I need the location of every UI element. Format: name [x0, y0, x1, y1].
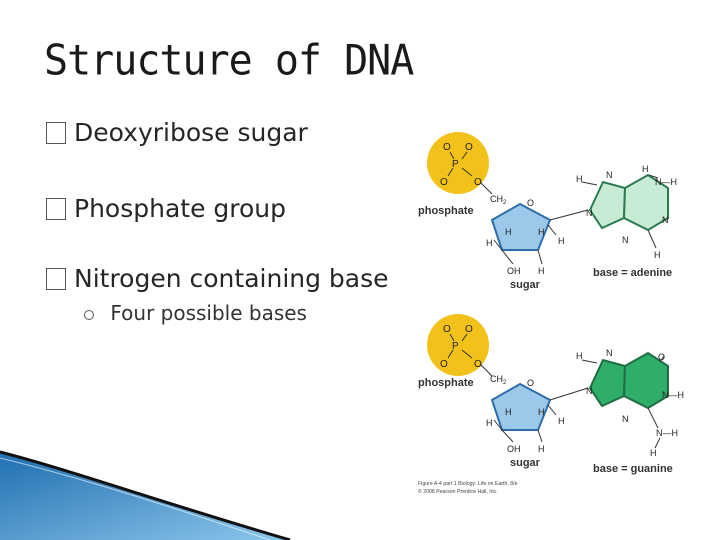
hydrogen-atom: H [538, 266, 545, 276]
figure-caption-line-1: Figure A-4 part 1 Biology: Life on Earth… [418, 481, 518, 487]
oxygen-atom: O [465, 142, 473, 153]
phosphate-label: phosphate [418, 377, 474, 389]
bullet-label: Phosphate group [74, 194, 287, 223]
hydrogen-atom: H [576, 174, 583, 184]
imine-group: N—H [662, 390, 684, 400]
hydrogen-atom: H [576, 351, 583, 361]
adenine-6-ring [622, 173, 669, 232]
sub-bullet-four-bases: Four possible bases [84, 301, 307, 325]
bullet-label: Nitrogen containing base [74, 264, 389, 293]
bullet-label: Deoxyribose sugar [74, 118, 308, 147]
sub-bullet-ring-icon [84, 309, 94, 320]
oxygen-atom: O [440, 359, 448, 370]
hydrogen-atom: H [650, 448, 657, 458]
guanine-5-ring [588, 358, 627, 408]
phosphate-circle-2 [427, 314, 489, 376]
phosphorus-atom: P [452, 341, 459, 352]
hydrogen-atom: H [538, 444, 545, 454]
figure-caption-line-2: © 2008 Pearson Prentice Hall, Inc. [418, 488, 498, 495]
nitrogen-atom: N [586, 208, 593, 218]
oxygen-atom: O [474, 177, 482, 188]
nitrogen-atom: N [622, 235, 629, 245]
phosphate-label: phosphate [418, 205, 474, 217]
base-adenine-label: base = adenine [593, 267, 672, 279]
base-guanine-label: base = guanine [593, 463, 673, 475]
nucleotide-figure: P O O O O phosphate CH2 O H H H H OH H [418, 132, 684, 495]
ring-oxygen: O [527, 198, 534, 208]
bullet-box-icon [46, 267, 66, 290]
amino-group: N—H [655, 177, 677, 187]
hydrogen-atom: H [486, 238, 493, 248]
sugar-label: sugar [510, 279, 541, 291]
bullet-box-icon [46, 121, 66, 144]
nitrogen-atom: N [606, 348, 613, 358]
ring-oxygen: O [527, 378, 534, 388]
hydrogen-atom: H [538, 227, 545, 237]
guanine-6-ring [622, 351, 669, 410]
hydrogen-atom: H [642, 164, 649, 174]
guanine-nucleotide: P O O O O phosphate CH2 O H H H H OH H [418, 314, 684, 475]
bullet-nitrogen-base: Nitrogen containing base [46, 264, 389, 293]
bullet-phosphate: Phosphate group [46, 194, 286, 223]
oxygen-atom: O [440, 177, 448, 188]
sugar-pentagon-2 [490, 382, 552, 431]
oxygen-atom: O [443, 324, 451, 335]
adenine-nucleotide: P O O O O phosphate CH2 O H H H H OH H [418, 132, 677, 291]
nitrogen-atom: N [606, 170, 613, 180]
sugar-pentagon-1 [490, 202, 552, 251]
ch2-label: CH2 [490, 374, 507, 386]
hydrogen-atom: H [538, 407, 545, 417]
hydroxyl-group: OH [507, 444, 521, 454]
phosphorus-atom: P [452, 159, 459, 170]
adenine-5-ring [588, 180, 627, 230]
sugar-label: sugar [510, 457, 541, 469]
hydrogen-atom: H [654, 250, 661, 260]
oxygen-atom: O [474, 359, 482, 370]
hydrogen-atom: H [558, 416, 565, 426]
bullet-deoxyribose: Deoxyribose sugar [46, 118, 308, 147]
carbonyl-oxygen: O [658, 352, 665, 362]
sub-bullet-label: Four possible bases [110, 301, 307, 325]
decorative-swoosh [0, 450, 291, 540]
oxygen-atom: O [443, 142, 451, 153]
nitrogen-atom: N [662, 215, 669, 225]
hydrogen-atom: H [486, 418, 493, 428]
slide-title: Structure of DNA [44, 36, 414, 86]
amino-group: N—H [656, 428, 678, 438]
nitrogen-atom: N [586, 386, 593, 396]
ch2-label: CH2 [490, 194, 507, 206]
hydrogen-atom: H [505, 227, 512, 237]
phosphate-circle-1 [427, 132, 489, 194]
nitrogen-atom: N [622, 414, 629, 424]
hydrogen-atom: H [558, 236, 565, 246]
oxygen-atom: O [465, 324, 473, 335]
bullet-box-icon [46, 197, 66, 220]
hydrogen-atom: H [505, 407, 512, 417]
hydroxyl-group: OH [507, 266, 521, 276]
